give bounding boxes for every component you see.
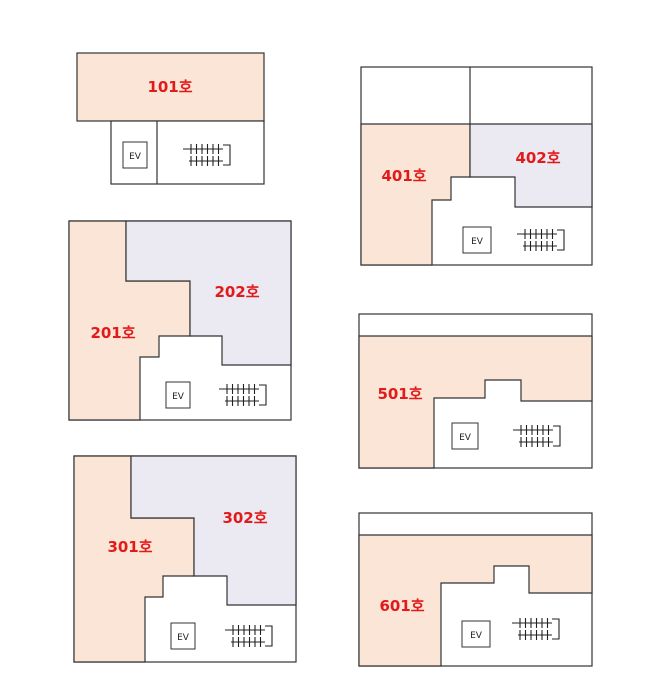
elevator-label: EV [129,152,142,162]
elevator: EV [170,622,196,650]
elevator-label: EV [459,433,472,443]
elevator-label: EV [470,631,483,641]
unit-201-label: 201호 [90,324,135,342]
floor-plan-3: EV 301호 302호 [73,455,297,663]
unit-601-label: 601호 [379,597,424,615]
unit-402-area [469,123,593,208]
unit-501-label: 501호 [377,385,422,403]
elevator: EV [122,141,148,169]
elevator-icon [451,422,479,450]
elevator-icon [170,622,196,650]
floor-plan-1: EV 101호 [76,52,265,185]
floor-plan-4: EV 401호 402호 [360,66,593,266]
elevator-label: EV [172,392,185,402]
elevator-icon [462,226,492,254]
stair-stroke [265,625,273,647]
unit-101-area [76,52,265,122]
elevator: EV [451,422,479,450]
unit-402-label: 402호 [515,149,560,167]
elevator-icon [165,381,191,409]
unit-202-area [125,220,292,366]
floor-plan-6: EV 601호 [358,512,593,667]
elevator-icon [461,620,491,648]
unit-302-area [130,455,297,606]
elevator: EV [165,381,191,409]
unit-401-label: 401호 [381,167,426,185]
stairs-icon [183,144,231,166]
stair-stroke [259,384,267,406]
floor-plan-5: EV 501호 [358,313,593,469]
elevator-label: EV [471,237,484,247]
stairs-icon [219,384,267,406]
unit-301-label: 301호 [107,538,152,556]
elevator: EV [461,620,491,648]
elevator-label: EV [177,633,190,643]
stair-stroke [552,618,560,640]
stairs-icon [512,618,560,640]
stair-stroke [553,425,561,447]
elevator: EV [462,226,492,254]
unit-501-area [358,335,593,469]
elevator-icon [122,141,148,169]
unit-302-label: 302호 [222,509,267,527]
unit-101-label: 101호 [147,78,192,96]
stairs-icon [225,625,273,647]
floor-plan-2: EV 201호 202호 [68,220,292,421]
stair-stroke [557,229,565,251]
stairs-icon [517,229,565,251]
stairs-icon [513,425,561,447]
unit-601-area [358,534,593,667]
unit-202-label: 202호 [214,283,259,301]
stair-stroke [223,144,231,166]
